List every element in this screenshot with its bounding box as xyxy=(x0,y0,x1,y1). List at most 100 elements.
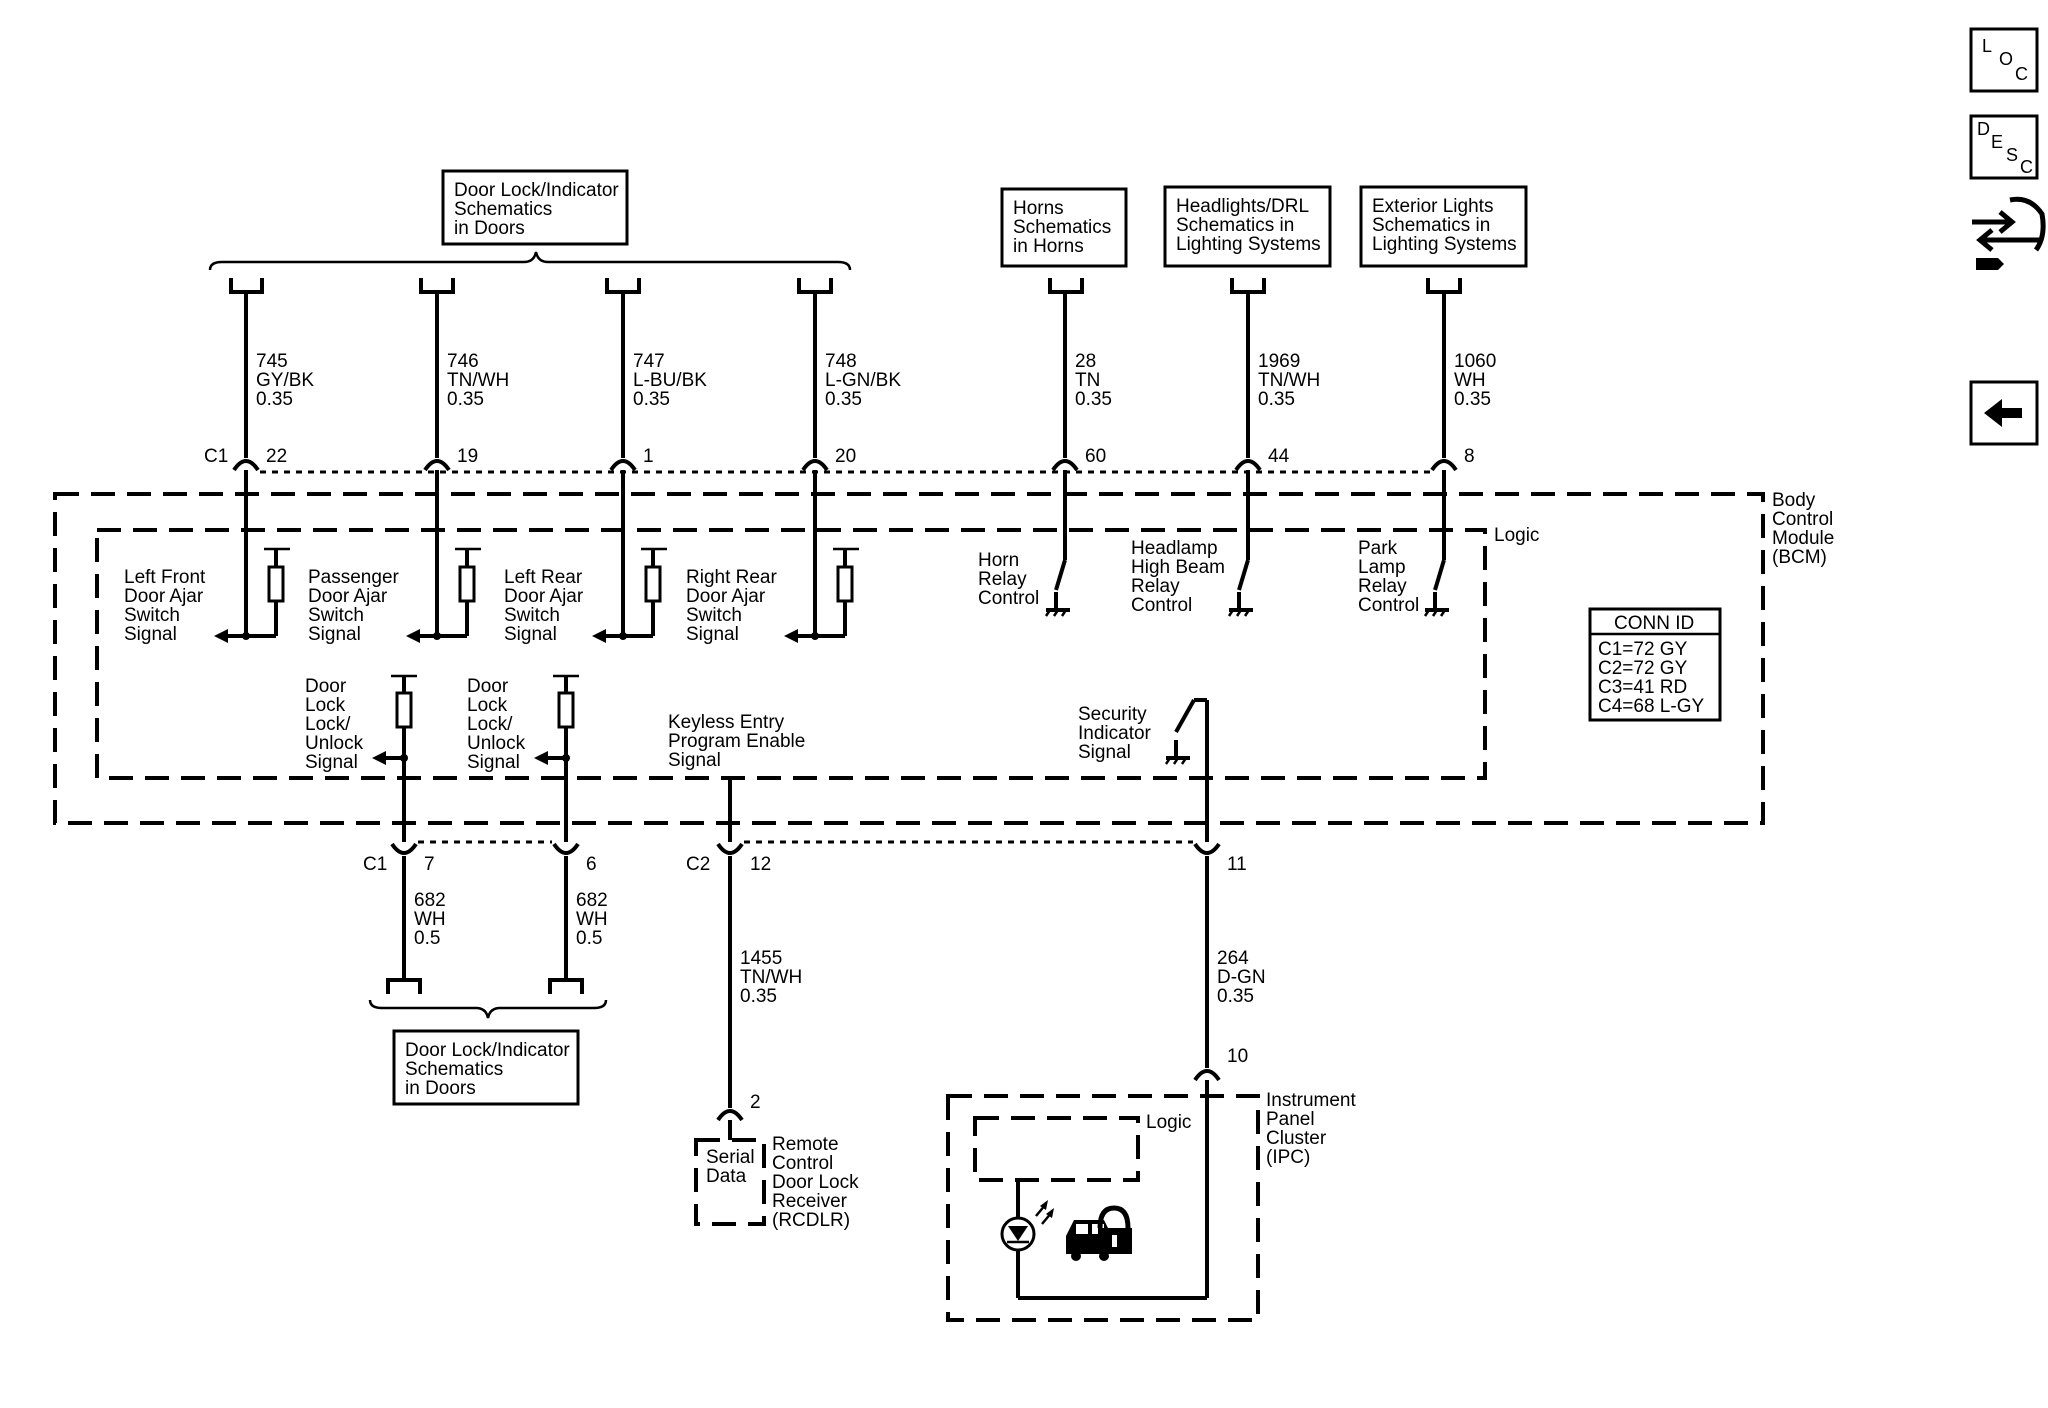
svg-text:Lock/: Lock/ xyxy=(305,714,351,735)
rcdlr-module: 2 Serial Data Remote Control Door Lock R… xyxy=(694,1092,859,1231)
svg-text:Lock: Lock xyxy=(305,695,346,716)
svg-text:Park: Park xyxy=(1358,538,1398,559)
svg-text:Horns: Horns xyxy=(1013,198,1064,219)
svg-text:Module: Module xyxy=(1772,528,1834,549)
svg-text:Unlock: Unlock xyxy=(305,733,364,754)
signal-horn-relay: Horn Relay Control xyxy=(978,550,1039,609)
back-arrow-icon[interactable] xyxy=(1969,380,2039,446)
wire-label-746: 746 TN/WH 0.35 xyxy=(447,351,509,410)
svg-text:1455: 1455 xyxy=(740,948,782,969)
svg-text:746: 746 xyxy=(447,351,479,372)
top-brace xyxy=(208,251,852,271)
svg-text:Keyless Entry: Keyless Entry xyxy=(668,712,785,733)
ipc-module: 10 Logic Instrument Panel Cluster (IPC) xyxy=(946,1046,1356,1322)
svg-text:0.35: 0.35 xyxy=(740,986,777,1007)
svg-text:Horn: Horn xyxy=(978,550,1019,571)
svg-text:Instrument: Instrument xyxy=(1266,1090,1356,1111)
svg-text:C2=72 GY: C2=72 GY xyxy=(1598,658,1688,679)
svg-text:L-GN/BK: L-GN/BK xyxy=(825,370,901,391)
svg-text:0.35: 0.35 xyxy=(256,389,293,410)
svg-text:0.35: 0.35 xyxy=(1258,389,1295,410)
ref-box-doors-bottom[interactable]: Door Lock/Indicator Schematics in Doors xyxy=(392,1029,580,1106)
svg-text:8: 8 xyxy=(1464,446,1475,467)
svg-text:TN/WH: TN/WH xyxy=(447,370,509,391)
svg-text:(RCDLR): (RCDLR) xyxy=(772,1210,850,1231)
connector-wrench-icon[interactable] xyxy=(1972,196,2046,270)
svg-text:Relay: Relay xyxy=(978,569,1027,590)
svg-text:Switch: Switch xyxy=(308,605,364,626)
svg-text:Security: Security xyxy=(1078,704,1147,725)
svg-text:Control: Control xyxy=(978,588,1039,609)
svg-text:CONN ID: CONN ID xyxy=(1614,613,1694,634)
relay-switches xyxy=(1044,530,1449,617)
svg-text:O: O xyxy=(1999,49,2013,69)
svg-text:Schematics: Schematics xyxy=(405,1059,503,1080)
svg-text:Control: Control xyxy=(1772,509,1833,530)
svg-text:Door Ajar: Door Ajar xyxy=(686,586,766,607)
wire-label-747: 747 L-BU/BK 0.35 xyxy=(633,351,707,410)
svg-text:Headlights/DRL: Headlights/DRL xyxy=(1176,196,1309,217)
svg-text:C3=41 RD: C3=41 RD xyxy=(1598,677,1687,698)
svg-text:C: C xyxy=(2020,157,2033,177)
svg-text:Serial: Serial xyxy=(706,1147,755,1168)
svg-text:Signal: Signal xyxy=(1078,742,1131,763)
svg-text:Lighting Systems: Lighting Systems xyxy=(1372,234,1517,255)
wire-label-28: 28 TN 0.35 xyxy=(1075,351,1112,410)
svg-text:Body: Body xyxy=(1772,490,1816,511)
svg-text:C4=68 L-GY: C4=68 L-GY xyxy=(1598,696,1704,717)
svg-text:Lighting Systems: Lighting Systems xyxy=(1176,234,1321,255)
svg-text:1: 1 xyxy=(643,446,654,467)
bottom-terminals xyxy=(386,978,584,994)
svg-text:Door Ajar: Door Ajar xyxy=(124,586,204,607)
signal-keyless-entry: Keyless Entry Program Enable Signal xyxy=(668,712,805,771)
svg-text:0.5: 0.5 xyxy=(576,928,602,949)
svg-text:22: 22 xyxy=(266,446,287,467)
bcm-inner-wires xyxy=(244,470,1446,636)
bottom-connector-pins: C1 7 6 C2 12 11 xyxy=(363,840,1247,875)
loc-icon[interactable]: L O C xyxy=(1969,27,2039,93)
svg-text:745: 745 xyxy=(256,351,288,372)
desc-icon[interactable]: D E S C xyxy=(1969,114,2039,180)
svg-text:Control: Control xyxy=(1131,595,1192,616)
svg-text:High Beam: High Beam xyxy=(1131,557,1225,578)
ref-box-headlights[interactable]: Headlights/DRL Schematics in Lighting Sy… xyxy=(1163,185,1332,268)
svg-text:0.35: 0.35 xyxy=(1454,389,1491,410)
svg-text:D-GN: D-GN xyxy=(1217,967,1266,988)
svg-text:0.35: 0.35 xyxy=(447,389,484,410)
svg-text:Exterior Lights: Exterior Lights xyxy=(1372,196,1493,217)
svg-text:0.35: 0.35 xyxy=(633,389,670,410)
wire-label-748: 748 L-GN/BK 0.35 xyxy=(825,351,901,410)
svg-text:Door Lock/Indicator: Door Lock/Indicator xyxy=(405,1040,570,1061)
svg-text:0.35: 0.35 xyxy=(1217,986,1254,1007)
bcm-logic-outline xyxy=(95,528,1487,780)
svg-text:Signal: Signal xyxy=(668,750,721,771)
logic-label: Logic xyxy=(1494,525,1539,546)
wire-label-1969: 1969 TN/WH 0.35 xyxy=(1258,351,1320,410)
wire-label-264: 264 D-GN 0.35 xyxy=(1217,948,1266,1007)
ref-box-horns[interactable]: Horns Schematics in Horns xyxy=(1000,187,1128,268)
svg-text:Signal: Signal xyxy=(305,752,358,773)
svg-text:Left Rear: Left Rear xyxy=(504,567,583,588)
ref-box-doors-top[interactable]: Door Lock/Indicator Schematics in Doors xyxy=(441,169,629,246)
top-terminals xyxy=(229,278,1462,294)
svg-text:Switch: Switch xyxy=(504,605,560,626)
ref-box-exterior-lights[interactable]: Exterior Lights Schematics in Lighting S… xyxy=(1359,185,1528,268)
svg-text:Relay: Relay xyxy=(1358,576,1407,597)
svg-text:D: D xyxy=(1977,119,1990,139)
svg-text:Program Enable: Program Enable xyxy=(668,731,805,752)
wire-label-745: 745 GY/BK 0.35 xyxy=(256,351,314,410)
svg-text:in Doors: in Doors xyxy=(454,218,525,239)
signal-left-front: Left Front Door Ajar Switch Signal xyxy=(124,567,206,645)
svg-text:Lock/: Lock/ xyxy=(467,714,513,735)
svg-text:WH: WH xyxy=(576,909,608,930)
conn-id-box: CONN ID C1=72 GY C2=72 GY C3=41 RD C4=68… xyxy=(1588,607,1722,722)
svg-text:Door Ajar: Door Ajar xyxy=(308,586,388,607)
signal-right-rear: Right Rear Door Ajar Switch Signal xyxy=(686,567,777,645)
wire-label-682-a: 682 WH 0.5 xyxy=(414,890,446,949)
signal-left-rear: Left Rear Door Ajar Switch Signal xyxy=(504,567,584,645)
svg-text:0.35: 0.35 xyxy=(825,389,862,410)
svg-text:Door: Door xyxy=(305,676,347,697)
svg-text:Panel: Panel xyxy=(1266,1109,1315,1130)
svg-text:Signal: Signal xyxy=(504,624,557,645)
svg-text:10: 10 xyxy=(1227,1046,1248,1067)
